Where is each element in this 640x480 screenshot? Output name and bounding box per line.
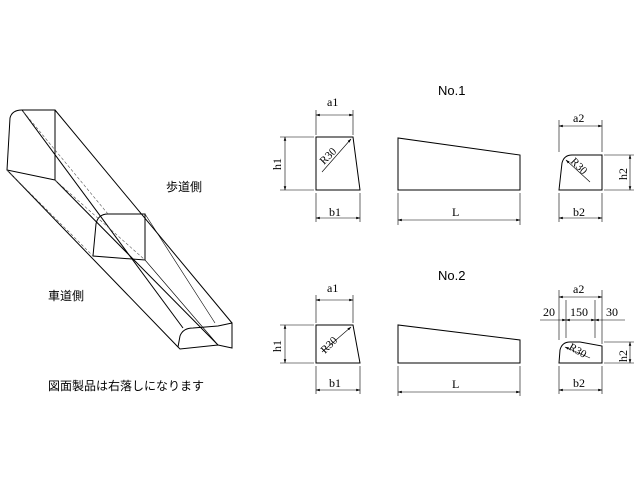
no2-b1-label: b1 (329, 376, 341, 390)
note-text: 図面製品は右落しになります (48, 378, 204, 393)
no2-length-label: L (452, 377, 459, 391)
sidewalk-side-label: 歩道側 (166, 179, 202, 194)
no2-section-end (540, 290, 634, 394)
no2-side-view (397, 324, 521, 396)
isometric-curb (6, 109, 233, 350)
no2-a2-label: a2 (573, 282, 584, 296)
no2-r2-label: R30 (567, 341, 589, 361)
no1-section-start (280, 110, 361, 222)
no2-r-label: R30 (319, 334, 341, 356)
no1-length-label: L (452, 205, 459, 219)
no2-h2-label: h2 (616, 350, 630, 362)
no1-r2-label: R30 (568, 156, 590, 178)
no1-a1-label: a1 (327, 95, 338, 109)
no2-h1-label: h1 (270, 340, 284, 352)
no1-b2-label: b2 (573, 205, 585, 219)
no2-dim-150: 150 (570, 305, 588, 319)
no1-r-label: R30 (318, 145, 340, 167)
no1-h1-label: h1 (270, 158, 284, 170)
no1-section-end (558, 120, 634, 222)
no1-a2-label: a2 (573, 111, 584, 125)
no1-h2-label: h2 (616, 168, 630, 180)
no1-side-view (397, 137, 521, 225)
no2-a1-label: a1 (327, 281, 338, 295)
no2-b2-label: b2 (573, 376, 585, 390)
no1-title: No.1 (438, 83, 465, 98)
roadway-side-label: 車道側 (48, 289, 84, 303)
no2-title: No.2 (438, 268, 465, 283)
no2-section-start (280, 295, 361, 394)
no2-dim-20: 20 (543, 305, 555, 319)
no1-b1-label: b1 (329, 205, 341, 219)
no2-dim-30: 30 (606, 305, 618, 319)
